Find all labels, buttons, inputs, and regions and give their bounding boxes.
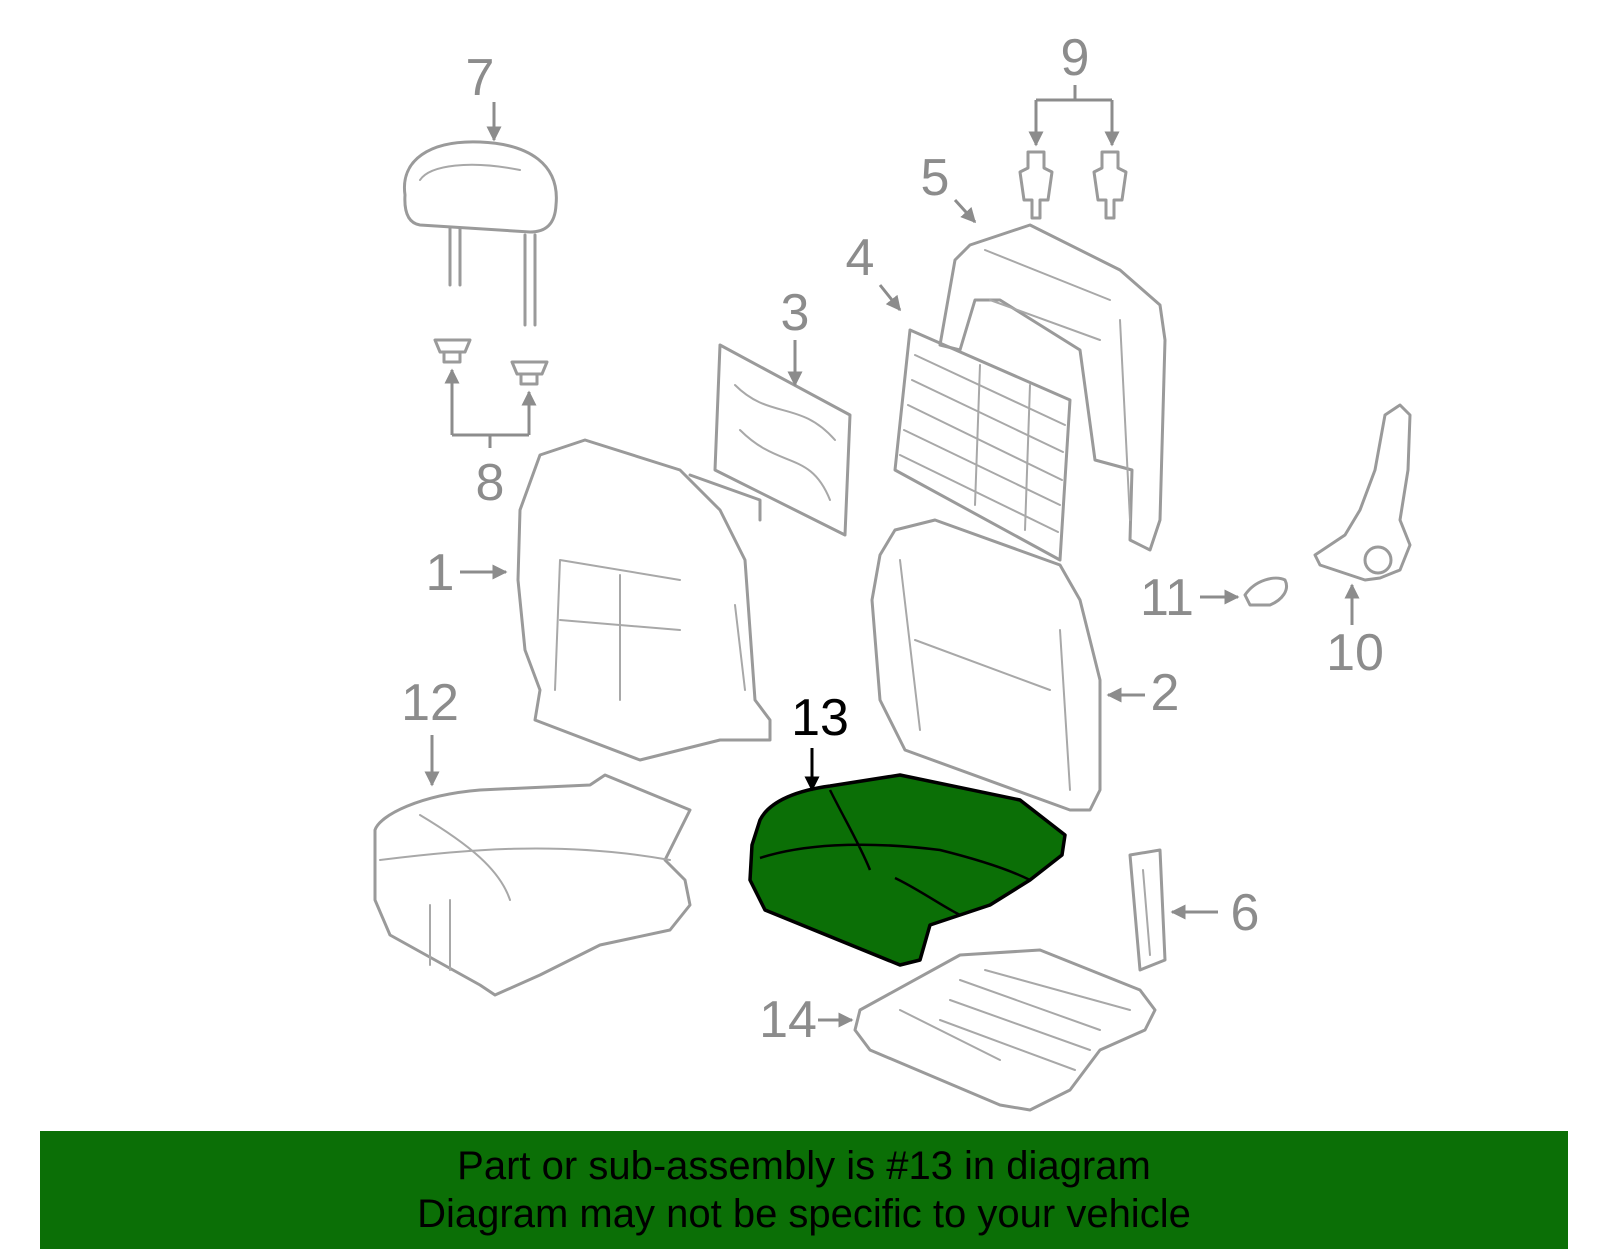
callout-11: 11	[1140, 569, 1194, 627]
callout-3: 3	[781, 284, 810, 342]
info-banner: Part or sub-assembly is #13 in diagram D…	[40, 1131, 1568, 1249]
banner-line-2: Diagram may not be specific to your vehi…	[417, 1192, 1191, 1236]
seatback-spring-part-4	[893, 328, 1072, 562]
headrest-part-7	[402, 140, 558, 327]
callout-13: 13	[791, 689, 849, 747]
callout-5: 5	[921, 149, 950, 207]
callout-4: 4	[846, 229, 875, 287]
callout-9: 9	[1061, 29, 1090, 87]
callout-2: 2	[1151, 664, 1180, 722]
callout-6: 6	[1231, 884, 1260, 942]
recliner-part-10	[1313, 403, 1412, 582]
cushion-frame-part-14	[853, 948, 1157, 1112]
callout-8: 8	[476, 454, 505, 512]
callout-1: 1	[426, 544, 455, 602]
callout-10: 10	[1326, 624, 1384, 682]
cushion-cover-part-12	[373, 773, 692, 997]
headrest-guide-part-8	[433, 338, 549, 386]
knob-part-11	[1243, 576, 1288, 607]
clip-part-9	[1018, 150, 1128, 220]
seat-parts-diagram: 7 8 9 5 4 3 1	[373, 29, 1412, 1112]
side-trim-part-6	[1128, 848, 1167, 972]
callout-7: 7	[466, 49, 495, 107]
callout-12: 12	[401, 674, 459, 732]
callout-14: 14	[759, 991, 817, 1049]
seatback-pad-part-2	[870, 518, 1102, 812]
banner-line-1: Part or sub-assembly is #13 in diagram	[457, 1144, 1151, 1188]
cushion-pad-part-13	[748, 773, 1067, 967]
seatback-cover-part-1	[516, 438, 772, 762]
lumbar-panel-part-3	[688, 343, 852, 537]
